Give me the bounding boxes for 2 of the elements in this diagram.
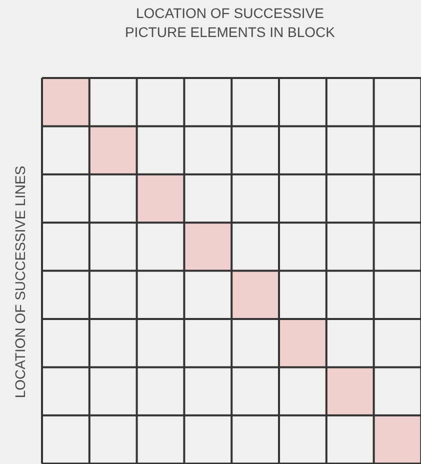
axis-title: LOCATION OF SUCCESSIVE LINES [12,166,28,398]
axis-title: LOCATION OF SUCCESSIVE PICTURE ELEMENTS IN BLOCK [124,4,336,42]
